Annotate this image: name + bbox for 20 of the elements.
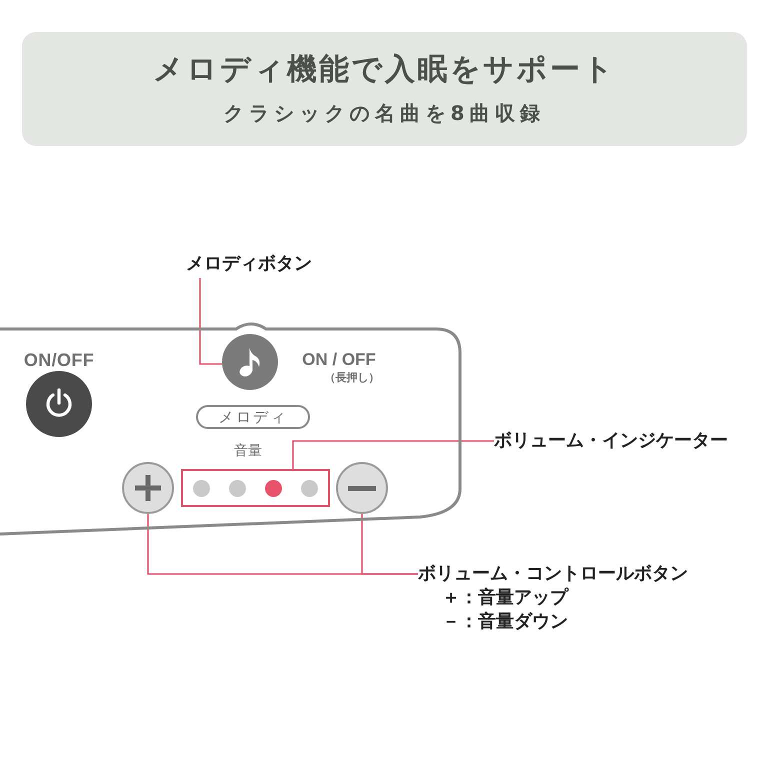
volume-indicator [181, 469, 330, 507]
leader-line [361, 514, 418, 575]
header-band [22, 32, 747, 146]
volume-down-button [336, 462, 388, 514]
subheading: クラシックの名曲を8曲収録 [224, 100, 546, 126]
callout-label: ボリューム・インジケーター [494, 429, 746, 453]
leader-line [292, 440, 494, 469]
indicator-caption: 音量 [233, 442, 263, 461]
heading: メロディ機能で入眠をサポート [153, 52, 616, 88]
callout-note: ＋：音量アップ [441, 586, 570, 610]
button-note: （長押し） [324, 370, 380, 386]
button-caption: ON/OFF [22, 349, 96, 372]
callout-note: －：音量ダウン [441, 610, 569, 634]
button-caption: ON / OFF [301, 349, 377, 371]
device-panel [0, 320, 464, 538]
callout-label: メロディボタン [186, 252, 322, 278]
callout-label: ボリューム・コントロールボタン [418, 562, 689, 586]
melody-tag: メロディ [196, 405, 310, 429]
leader-line [199, 278, 222, 365]
volume-up-button [122, 462, 174, 514]
